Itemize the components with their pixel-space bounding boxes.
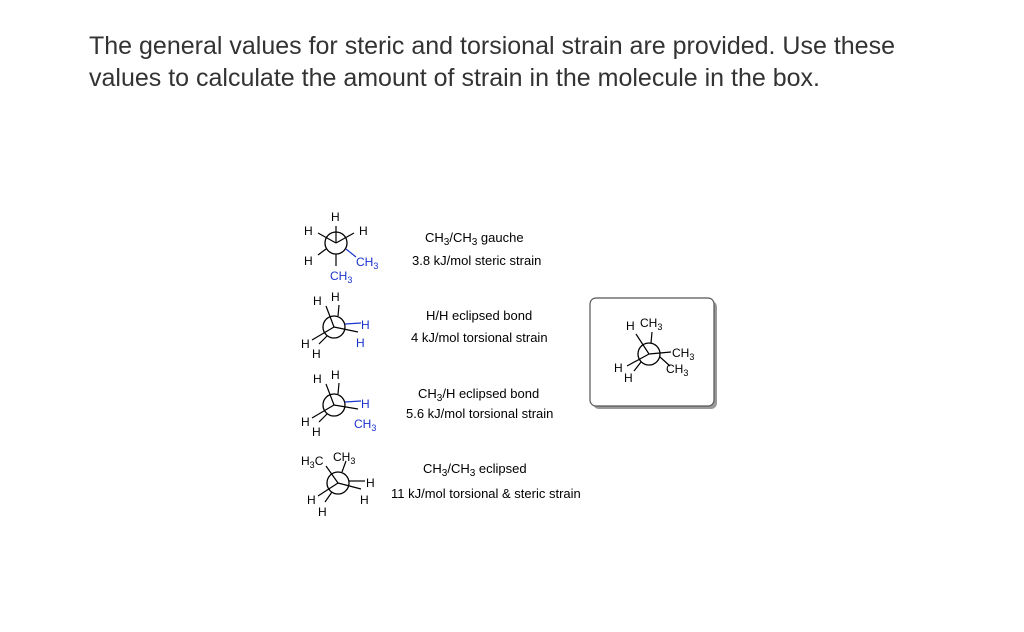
back-bond	[650, 331, 653, 344]
atom-h: H	[360, 493, 369, 507]
atom-methyl: CH3	[666, 362, 688, 378]
newman-ch3-ch3-eclipsed: H3C CH3 H H H H	[301, 450, 375, 519]
legend-interaction-label: CH3/CH3 eclipsed	[423, 461, 527, 479]
atom-h: H	[307, 493, 316, 507]
front-bond	[635, 333, 650, 355]
newman-ring	[322, 315, 346, 339]
legend-interaction-label: H/H eclipsed bond	[426, 308, 532, 323]
back-bond	[317, 248, 327, 256]
newman-ch3-h-eclipsed: H H H CH3 H H	[301, 368, 376, 439]
atom-h: H	[331, 290, 340, 304]
legend-strain-value: 3.8 kJ/mol steric strain	[412, 253, 541, 268]
atom-methyl: CH3	[356, 255, 378, 271]
legend-strain-value: 11 kJ/mol torsional & steric strain	[391, 486, 581, 501]
front-bond	[325, 305, 335, 328]
back-bond-methyl	[345, 248, 357, 258]
target-molecule-box: H CH3 CH3 CH3 H H	[589, 297, 717, 409]
atom-h: H	[356, 336, 365, 350]
newman-gauche: H H H H CH3 CH3	[304, 210, 378, 285]
front-bond	[335, 232, 355, 244]
atom-h: H	[361, 397, 370, 411]
atom-h: H	[312, 347, 321, 361]
atom-methyl: CH3	[330, 269, 352, 285]
newman-hh-eclipsed: H H H H H H	[301, 290, 370, 361]
atom-h: H	[313, 294, 322, 308]
atom-h: H	[304, 224, 313, 238]
front-bond	[333, 326, 359, 333]
atom-h: H	[318, 505, 327, 519]
legend-strain-value: 5.6 kJ/mol torsional strain	[406, 406, 553, 421]
front-bond	[325, 383, 335, 406]
back-bond	[337, 382, 340, 395]
atom-methyl: CH3	[333, 450, 355, 466]
question-text: The general values for steric and torsio…	[89, 32, 895, 92]
back-bond	[337, 304, 340, 317]
newman-ring	[326, 471, 350, 495]
atom-h: H	[359, 224, 368, 238]
front-bond	[311, 326, 335, 341]
back-bond	[318, 413, 328, 423]
back-bond	[659, 356, 671, 367]
atom-methyl: CH3	[672, 346, 694, 362]
legend-interaction-label: CH3/CH3 gauche	[425, 230, 524, 248]
atom-h: H	[312, 425, 321, 439]
atom-h: H	[624, 371, 633, 385]
box-border	[589, 297, 715, 407]
front-bond	[317, 482, 339, 497]
front-bond	[626, 353, 650, 367]
back-bond	[633, 361, 642, 372]
newman-ring	[637, 342, 661, 366]
back-bond	[341, 460, 347, 473]
atom-h: H	[313, 372, 322, 386]
front-bond	[317, 232, 337, 244]
atom-h: H	[331, 368, 340, 382]
front-bond	[648, 351, 672, 355]
atom-h: H	[361, 318, 370, 332]
back-bond	[324, 491, 333, 503]
back-bond	[344, 400, 362, 403]
front-bond	[311, 404, 335, 419]
atom-methyl: CH3	[354, 417, 376, 433]
back-bond	[318, 335, 328, 345]
atom-h: H	[626, 319, 635, 333]
atom-methyl: CH3	[640, 316, 662, 332]
atom-h: H	[301, 337, 310, 351]
legend-strain-value: 4 kJ/mol torsional strain	[411, 330, 548, 345]
front-bond	[333, 404, 359, 410]
newman-ring	[322, 393, 346, 417]
atom-h: H	[366, 476, 375, 490]
front-bond	[325, 465, 339, 484]
back-bond	[344, 322, 362, 325]
legend-interaction-label: CH3/H eclipsed bond	[418, 386, 539, 404]
atom-methyl: H3C	[301, 454, 324, 470]
atom-h: H	[301, 415, 310, 429]
front-bond	[337, 482, 362, 490]
atom-h: H	[304, 254, 313, 268]
atom-h: H	[331, 210, 340, 224]
atom-h: H	[614, 361, 623, 375]
